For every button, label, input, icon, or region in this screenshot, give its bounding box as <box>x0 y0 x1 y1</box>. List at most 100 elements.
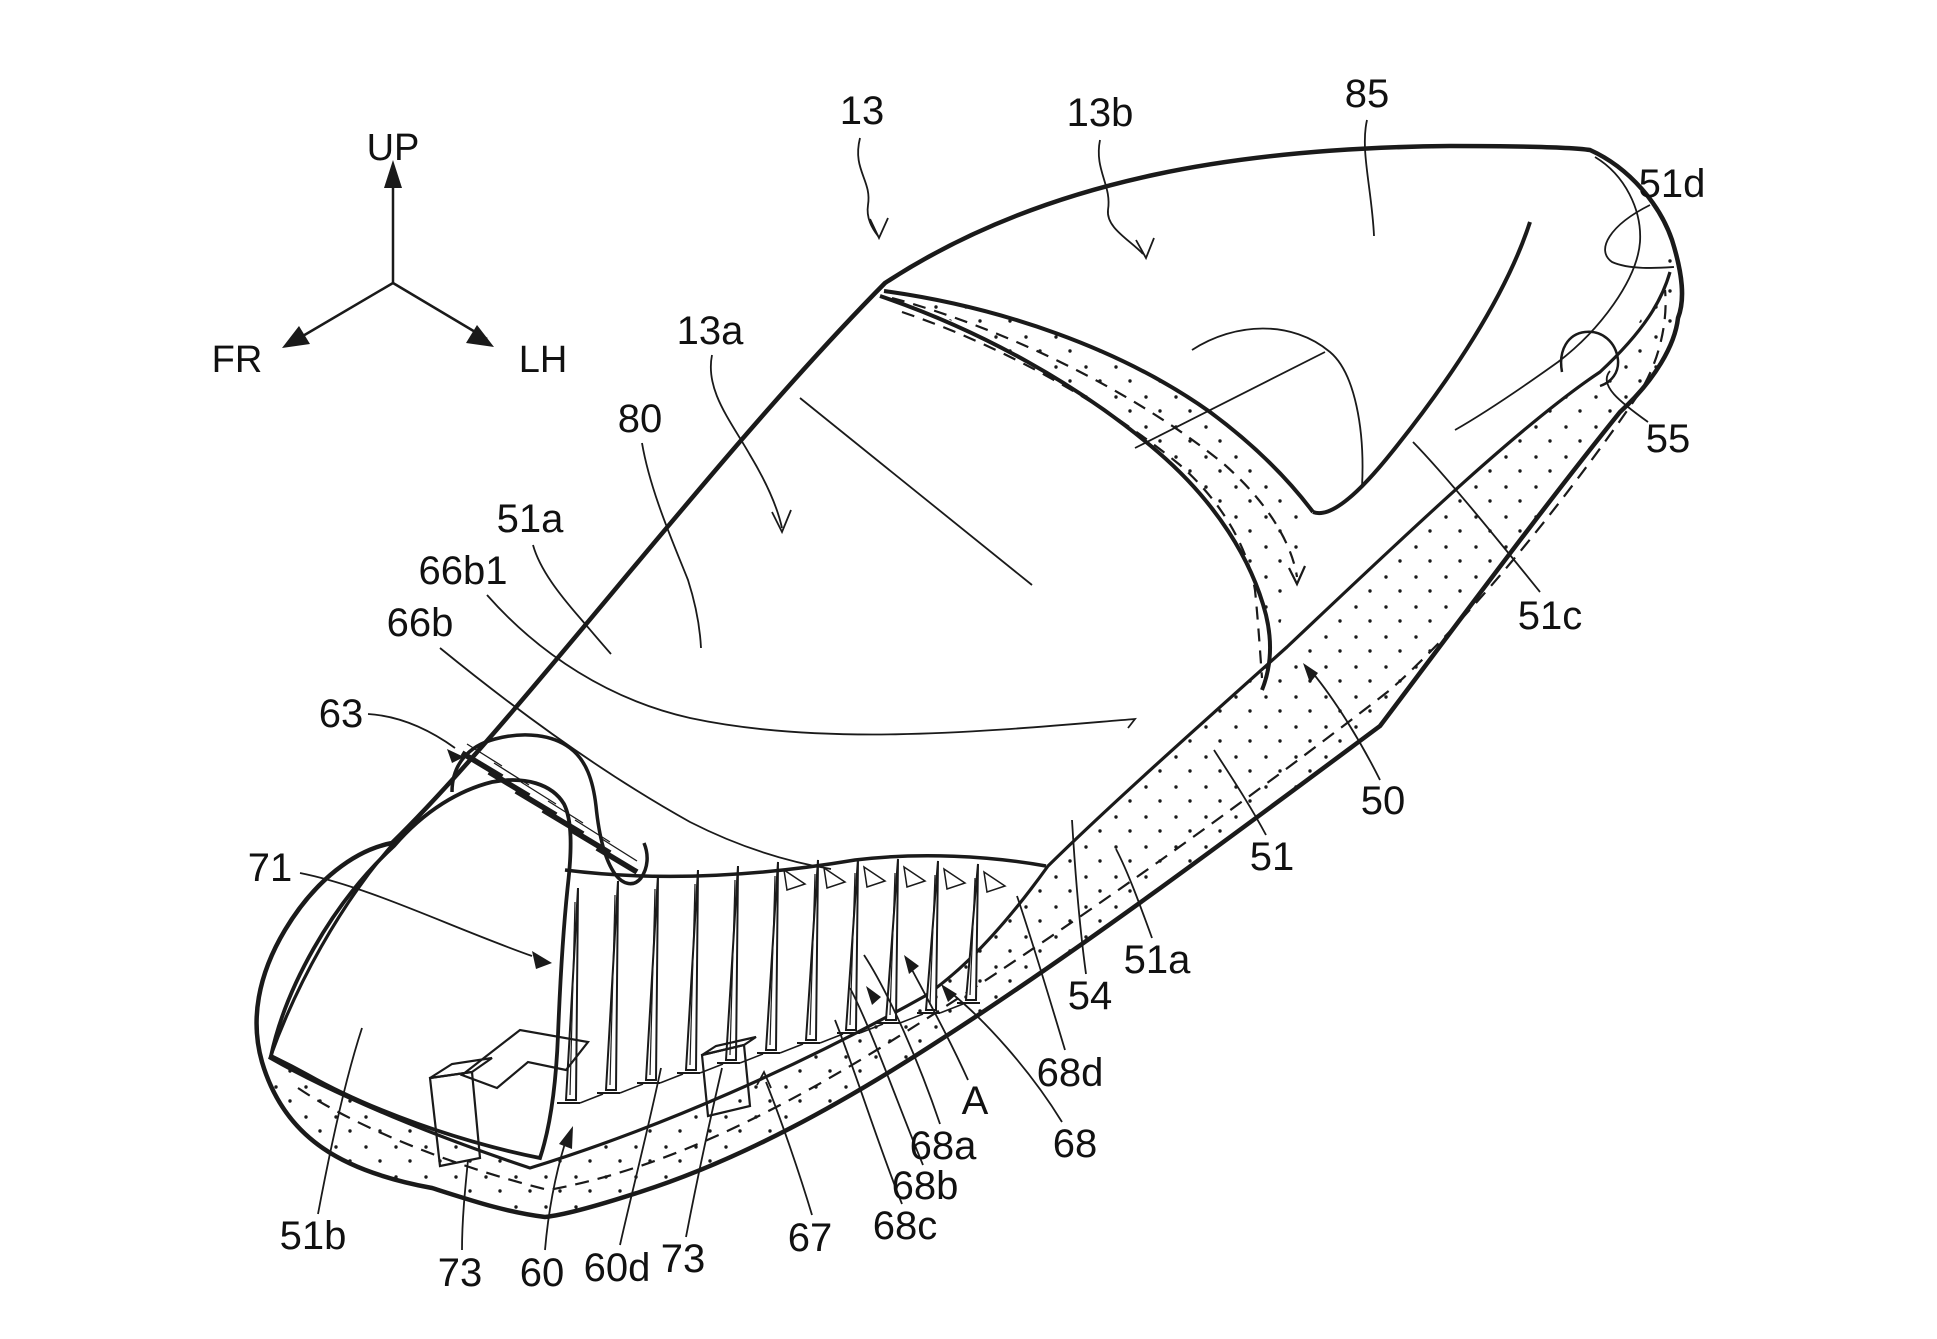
rib-blade <box>609 894 616 1086</box>
arrowhead-A-icon <box>904 955 919 974</box>
label-60d: 60d <box>584 1246 651 1290</box>
arrowhead-rib-icon <box>866 986 881 1005</box>
leader-50 <box>1311 671 1381 781</box>
label-50: 50 <box>1361 779 1406 823</box>
wall-box-73-right-front <box>700 1043 752 1118</box>
leader-68d <box>1016 895 1066 1051</box>
rib-blade <box>564 887 579 1101</box>
serration-blade <box>574 819 611 843</box>
label-68b: 68b <box>892 1164 959 1208</box>
leader-60d <box>619 1067 662 1246</box>
corner-thin-line <box>1454 156 1641 431</box>
label-51a-right: 51a <box>1124 938 1191 982</box>
wall-box-73-left-front <box>428 1070 482 1168</box>
label-66b: 66b <box>387 601 454 645</box>
saddle-band-stipple <box>884 291 1313 688</box>
leader-55 <box>1605 370 1649 423</box>
serration-blade <box>493 762 530 786</box>
axis-lh-label: LH <box>519 339 568 381</box>
leader-85 <box>1363 119 1375 237</box>
rib-blade <box>724 865 739 1061</box>
seat-silhouette <box>254 143 1685 1220</box>
label-71: 71 <box>248 846 293 890</box>
axis-indicator: UP FR LH <box>212 127 568 381</box>
leader-73-left <box>461 1159 469 1251</box>
rib-blade <box>689 883 696 1066</box>
serration-blade <box>520 781 557 805</box>
rib-blade <box>809 873 816 1036</box>
saddle-dashed-seam-2 <box>901 310 1264 679</box>
rib-blade <box>929 874 936 1006</box>
rib-blade <box>939 1003 964 1014</box>
axis-fr-line <box>295 281 394 342</box>
axis-lh-arrowhead-icon <box>466 325 494 347</box>
reference-labels: 13 13b 85 51d 13a 80 51a 66b1 66b 63 71 … <box>248 72 1706 1295</box>
rib-blade <box>579 1093 604 1104</box>
saddle-dashed-seam-1 <box>891 296 1299 578</box>
leader-68c <box>834 1019 903 1205</box>
leader-13a <box>709 354 783 529</box>
rib-blade <box>729 879 736 1056</box>
seam-dashed-51c <box>297 289 1667 1192</box>
arrowhead-68-icon <box>941 984 957 1002</box>
solid-arrowheads <box>447 663 1318 1149</box>
rear-hump-edge <box>1312 221 1532 516</box>
label-51b: 51b <box>280 1214 347 1258</box>
label-68c: 68c <box>873 1204 938 1248</box>
label-63: 63 <box>319 692 364 736</box>
edge-band-inner-line <box>268 271 1672 1170</box>
label-68d: 68d <box>1037 1051 1104 1095</box>
label-67: 67 <box>788 1216 833 1260</box>
leader-67-arrow-icon <box>756 1069 772 1089</box>
rib-blade <box>943 867 967 890</box>
rib-blade <box>849 872 856 1026</box>
rib-blade <box>859 1023 884 1034</box>
label-55: 55 <box>1646 417 1691 461</box>
rib-blade <box>844 858 859 1031</box>
leader-51 <box>1213 749 1267 836</box>
front-panel-line <box>799 397 1033 586</box>
front-interior <box>428 733 1047 1168</box>
leader-13b-arrow-icon <box>1135 237 1155 261</box>
leader-lines <box>299 119 1675 1251</box>
label-13b: 13b <box>1067 91 1134 135</box>
leader-13 <box>857 137 879 237</box>
serration-blade <box>601 838 638 862</box>
leader-60 <box>544 1139 567 1251</box>
label-13: 13 <box>840 89 885 133</box>
label-51: 51 <box>1250 835 1295 879</box>
rib-blade <box>684 869 699 1071</box>
rib-blade <box>604 880 619 1091</box>
rib-blade <box>924 860 939 1011</box>
rib-blade <box>863 865 887 888</box>
label-51c: 51c <box>1518 594 1583 638</box>
leader-13b <box>1097 139 1144 255</box>
serration-blade <box>466 743 503 767</box>
label-60: 60 <box>520 1251 565 1295</box>
axis-up-arrowhead-icon <box>384 160 402 188</box>
label-51a-front: 51a <box>497 497 564 541</box>
leader-66b1 <box>486 594 1137 736</box>
leader-80 <box>641 442 702 649</box>
rib-blade <box>884 858 899 1021</box>
label-A: A <box>962 1079 989 1123</box>
plate-chevron-60 <box>459 1028 590 1090</box>
rib-blade <box>769 875 776 1046</box>
cavity-top-edge <box>564 853 1047 879</box>
rib-blade <box>779 1043 804 1054</box>
rib-blade <box>764 861 779 1051</box>
leader-51a-front <box>532 544 612 655</box>
rib-blade <box>964 863 979 1001</box>
arrowhead-60-icon <box>559 1126 573 1149</box>
label-54: 54 <box>1068 974 1113 1018</box>
arrowhead-50-icon <box>1303 663 1318 683</box>
leader-54 <box>1071 819 1087 975</box>
label-68a: 68a <box>910 1124 977 1168</box>
leader-13a-arrow-icon <box>771 509 792 535</box>
leader-A <box>909 965 969 1081</box>
leader-68 <box>949 991 1063 1123</box>
rib-blade <box>649 888 656 1076</box>
seat-outline <box>254 143 1685 1220</box>
